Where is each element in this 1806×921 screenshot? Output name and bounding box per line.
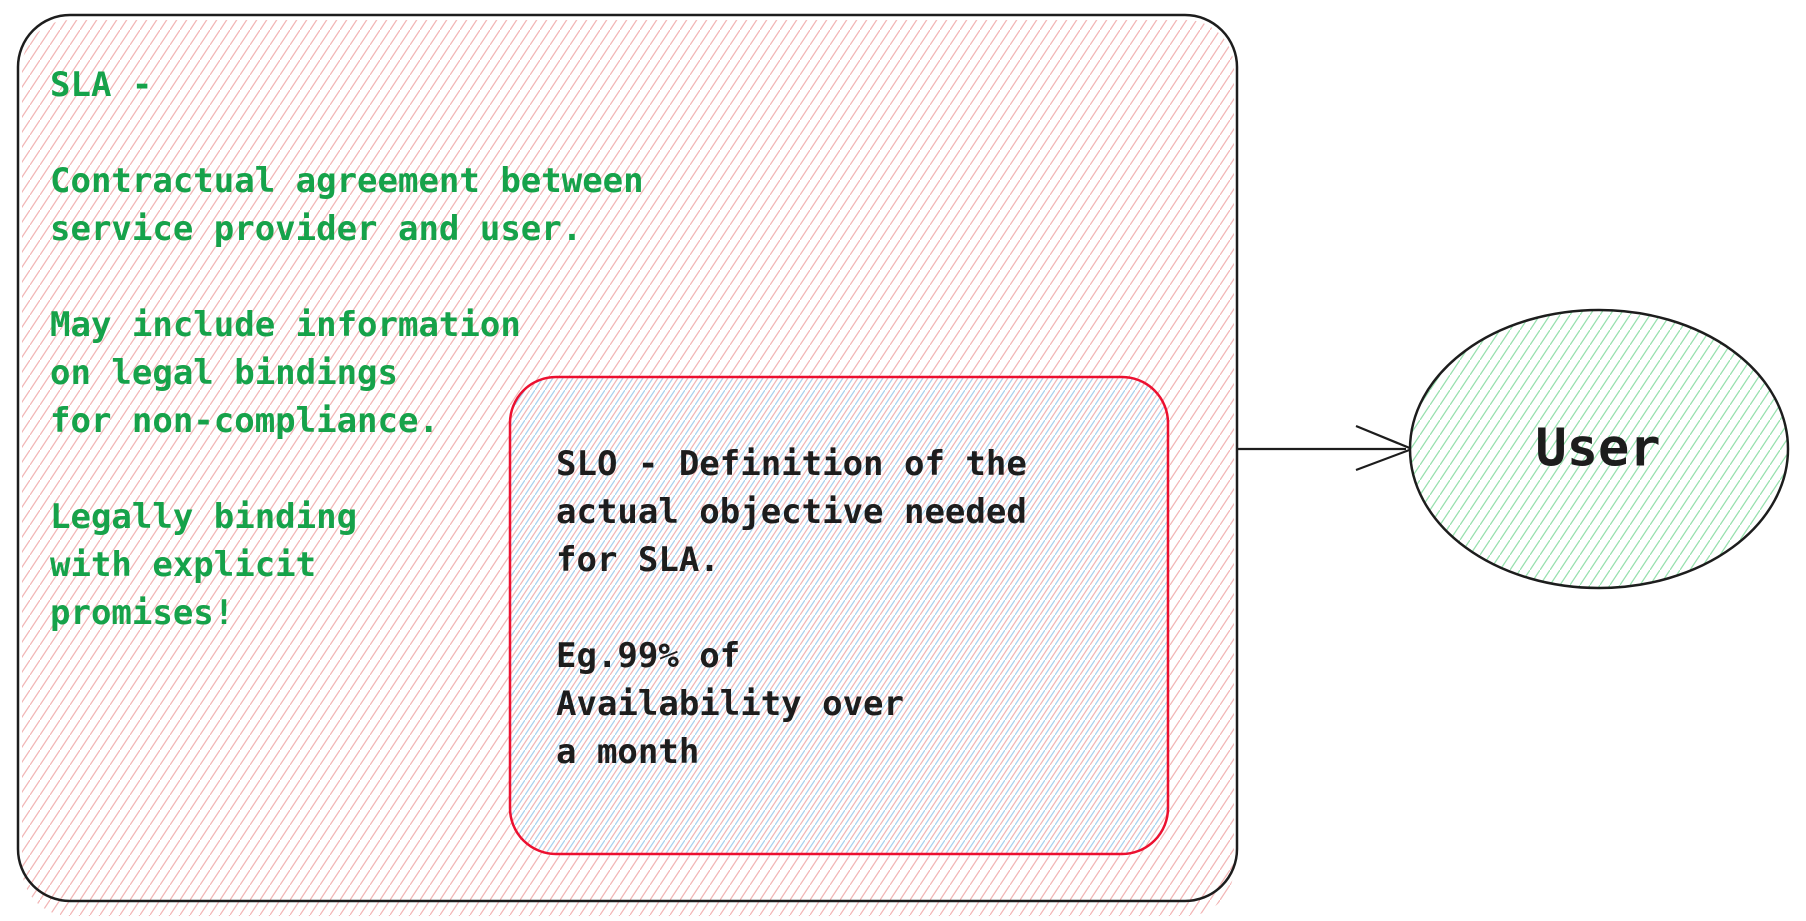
sla-box xyxy=(16,13,1239,903)
user-ellipse xyxy=(1408,308,1790,590)
slo-box xyxy=(508,375,1170,856)
slo-text: SLO - Definition of the actual objective… xyxy=(556,444,1027,772)
user-label: User xyxy=(1535,418,1661,479)
sla-text: SLA - Contractual agreement between serv… xyxy=(50,65,644,633)
